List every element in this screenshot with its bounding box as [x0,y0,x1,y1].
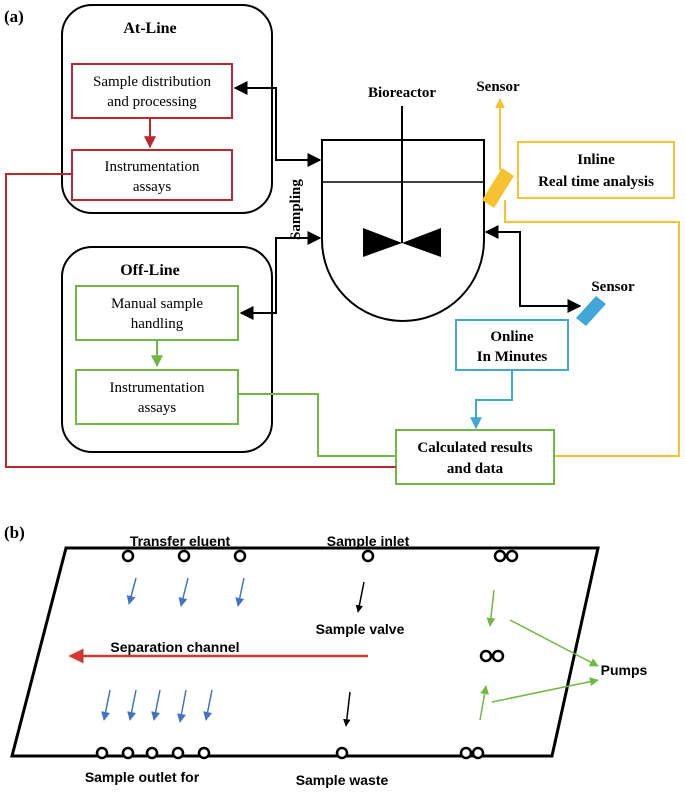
offline-assay-line2: assays [138,400,176,416]
offline-assay-line1: Instrumentation [110,380,205,396]
atline-sample-line2: and processing [107,94,197,110]
middle-pump-ports [479,649,505,663]
sample-inlet-arrow [355,581,365,613]
inline-to-results-line [504,200,680,457]
atline-assay-line1: Instrumentation [105,159,200,175]
sample-valve-label: Sample valve [316,621,405,637]
inline-line1: Inline [577,152,615,168]
eluent-arrows-top [126,577,245,607]
online-to-results-arrow [470,370,513,430]
sampling-atline-arrow [233,81,322,167]
impeller-left-blade [363,228,402,257]
bottom-ports [95,746,485,760]
eluent-arrows-bottom [101,689,213,723]
pump-arrows [479,589,599,721]
offline-assay-box [75,369,239,425]
sampling-offline-arrow [239,231,322,320]
online-sensor-arrow [484,225,582,313]
offline-manual-line2: handling [131,316,184,332]
sample-inlet-label: Sample inlet [327,533,410,549]
atline-assay-line2: assays [133,179,171,195]
separation-channel-label: Separation channel [110,639,239,655]
online-sensor-probe [576,296,606,326]
sensor-top-label: Sensor [476,79,520,95]
offline-to-results-line [238,393,396,457]
sensor-right-label: Sensor [591,279,635,295]
sample-waste-arrow [343,691,351,727]
results-line2: and data [447,461,504,477]
panel-a-tag: (a) [4,7,24,26]
chip-outline [10,546,600,758]
online-line2: In Minutes [477,349,548,365]
inline-line2: Real time analysis [538,174,654,190]
online-line1: Online [490,329,534,345]
atline-to-results-line [5,173,396,468]
atline-sample-line1: Sample distribution [93,74,211,90]
bioreactor-vessel [321,139,485,322]
top-ports [121,549,519,563]
sampling-label: Sampling [288,179,304,240]
sample-outlet-label: Sample outlet for [85,769,200,785]
atline-title: At-Line [123,20,176,37]
offline-title: Off-Line [120,262,180,279]
offline-manual-line1: Manual sample [111,296,203,312]
inline-box [517,141,675,199]
bioreactor-label: Bioreactor [368,85,436,101]
panel-b-tag: (b) [4,523,25,542]
offline-group [61,246,273,453]
results-line1: Calculated results [417,440,532,456]
atline-sample-box [71,63,233,119]
transfer-eluent-label: Transfer eluent [130,533,231,549]
inline-sensor-probe [482,168,514,208]
inline-sensor-arrowhead [495,98,505,108]
sample-waste-label: Sample waste [296,772,389,788]
pumps-label: Pumps [601,662,648,678]
impeller-right-blade [402,228,441,257]
